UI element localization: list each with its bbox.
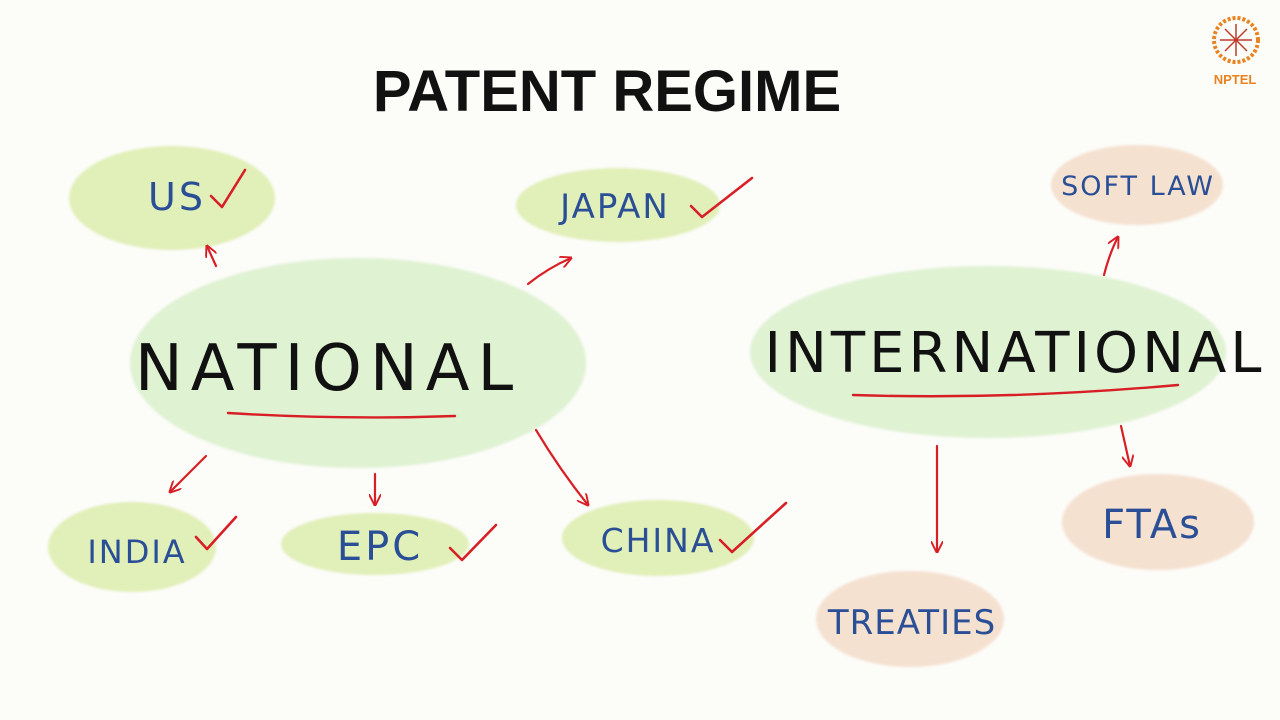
us-label: US: [148, 175, 206, 219]
us-bubble: [69, 146, 275, 250]
epc-check-icon: [448, 523, 498, 562]
logo-ring-icon: [1212, 16, 1260, 64]
arrow-international-ftas: [1119, 424, 1130, 466]
arrow-national-japan: [526, 258, 571, 286]
arrow-national-china: [534, 428, 588, 505]
arrow-international-soft-law: [1102, 237, 1118, 277]
china-bubble: [562, 500, 754, 576]
china-check-icon: [718, 501, 788, 554]
japan-label: JAPAN: [558, 187, 670, 227]
logo-text: NPTEL: [1214, 72, 1257, 87]
ftas-bubble: [1062, 474, 1254, 570]
arrow-national-india: [170, 454, 208, 492]
national-bubble: [130, 258, 586, 468]
japan-bubble: [516, 168, 720, 242]
arrow-national-us: [207, 246, 218, 268]
soft-law-label: SOFT LAW: [1061, 171, 1215, 202]
epc-bubble: [281, 513, 469, 575]
nptel-logo: NPTEL: [1212, 16, 1260, 87]
soft-law-bubble: [1051, 145, 1223, 225]
epc-label: EPC: [337, 524, 423, 570]
logo-star-icon: [1220, 24, 1252, 56]
page-title: PATENT REGIME: [373, 59, 841, 124]
treaties-bubble: [816, 571, 1004, 667]
international-label: INTERNATIONAL: [765, 321, 1266, 386]
national-label: NATIONAL: [135, 332, 521, 406]
treaties-label: TREATIES: [827, 603, 996, 643]
india-check-icon: [194, 515, 238, 551]
international-underline: [851, 383, 1180, 398]
japan-check-icon: [689, 176, 754, 219]
china-label: CHINA: [601, 521, 716, 560]
national-underline: [226, 411, 457, 419]
india-label: INDIA: [87, 533, 186, 571]
india-bubble: [48, 502, 216, 592]
ftas-label: FTAs: [1102, 502, 1202, 548]
us-check-icon: [209, 168, 247, 209]
